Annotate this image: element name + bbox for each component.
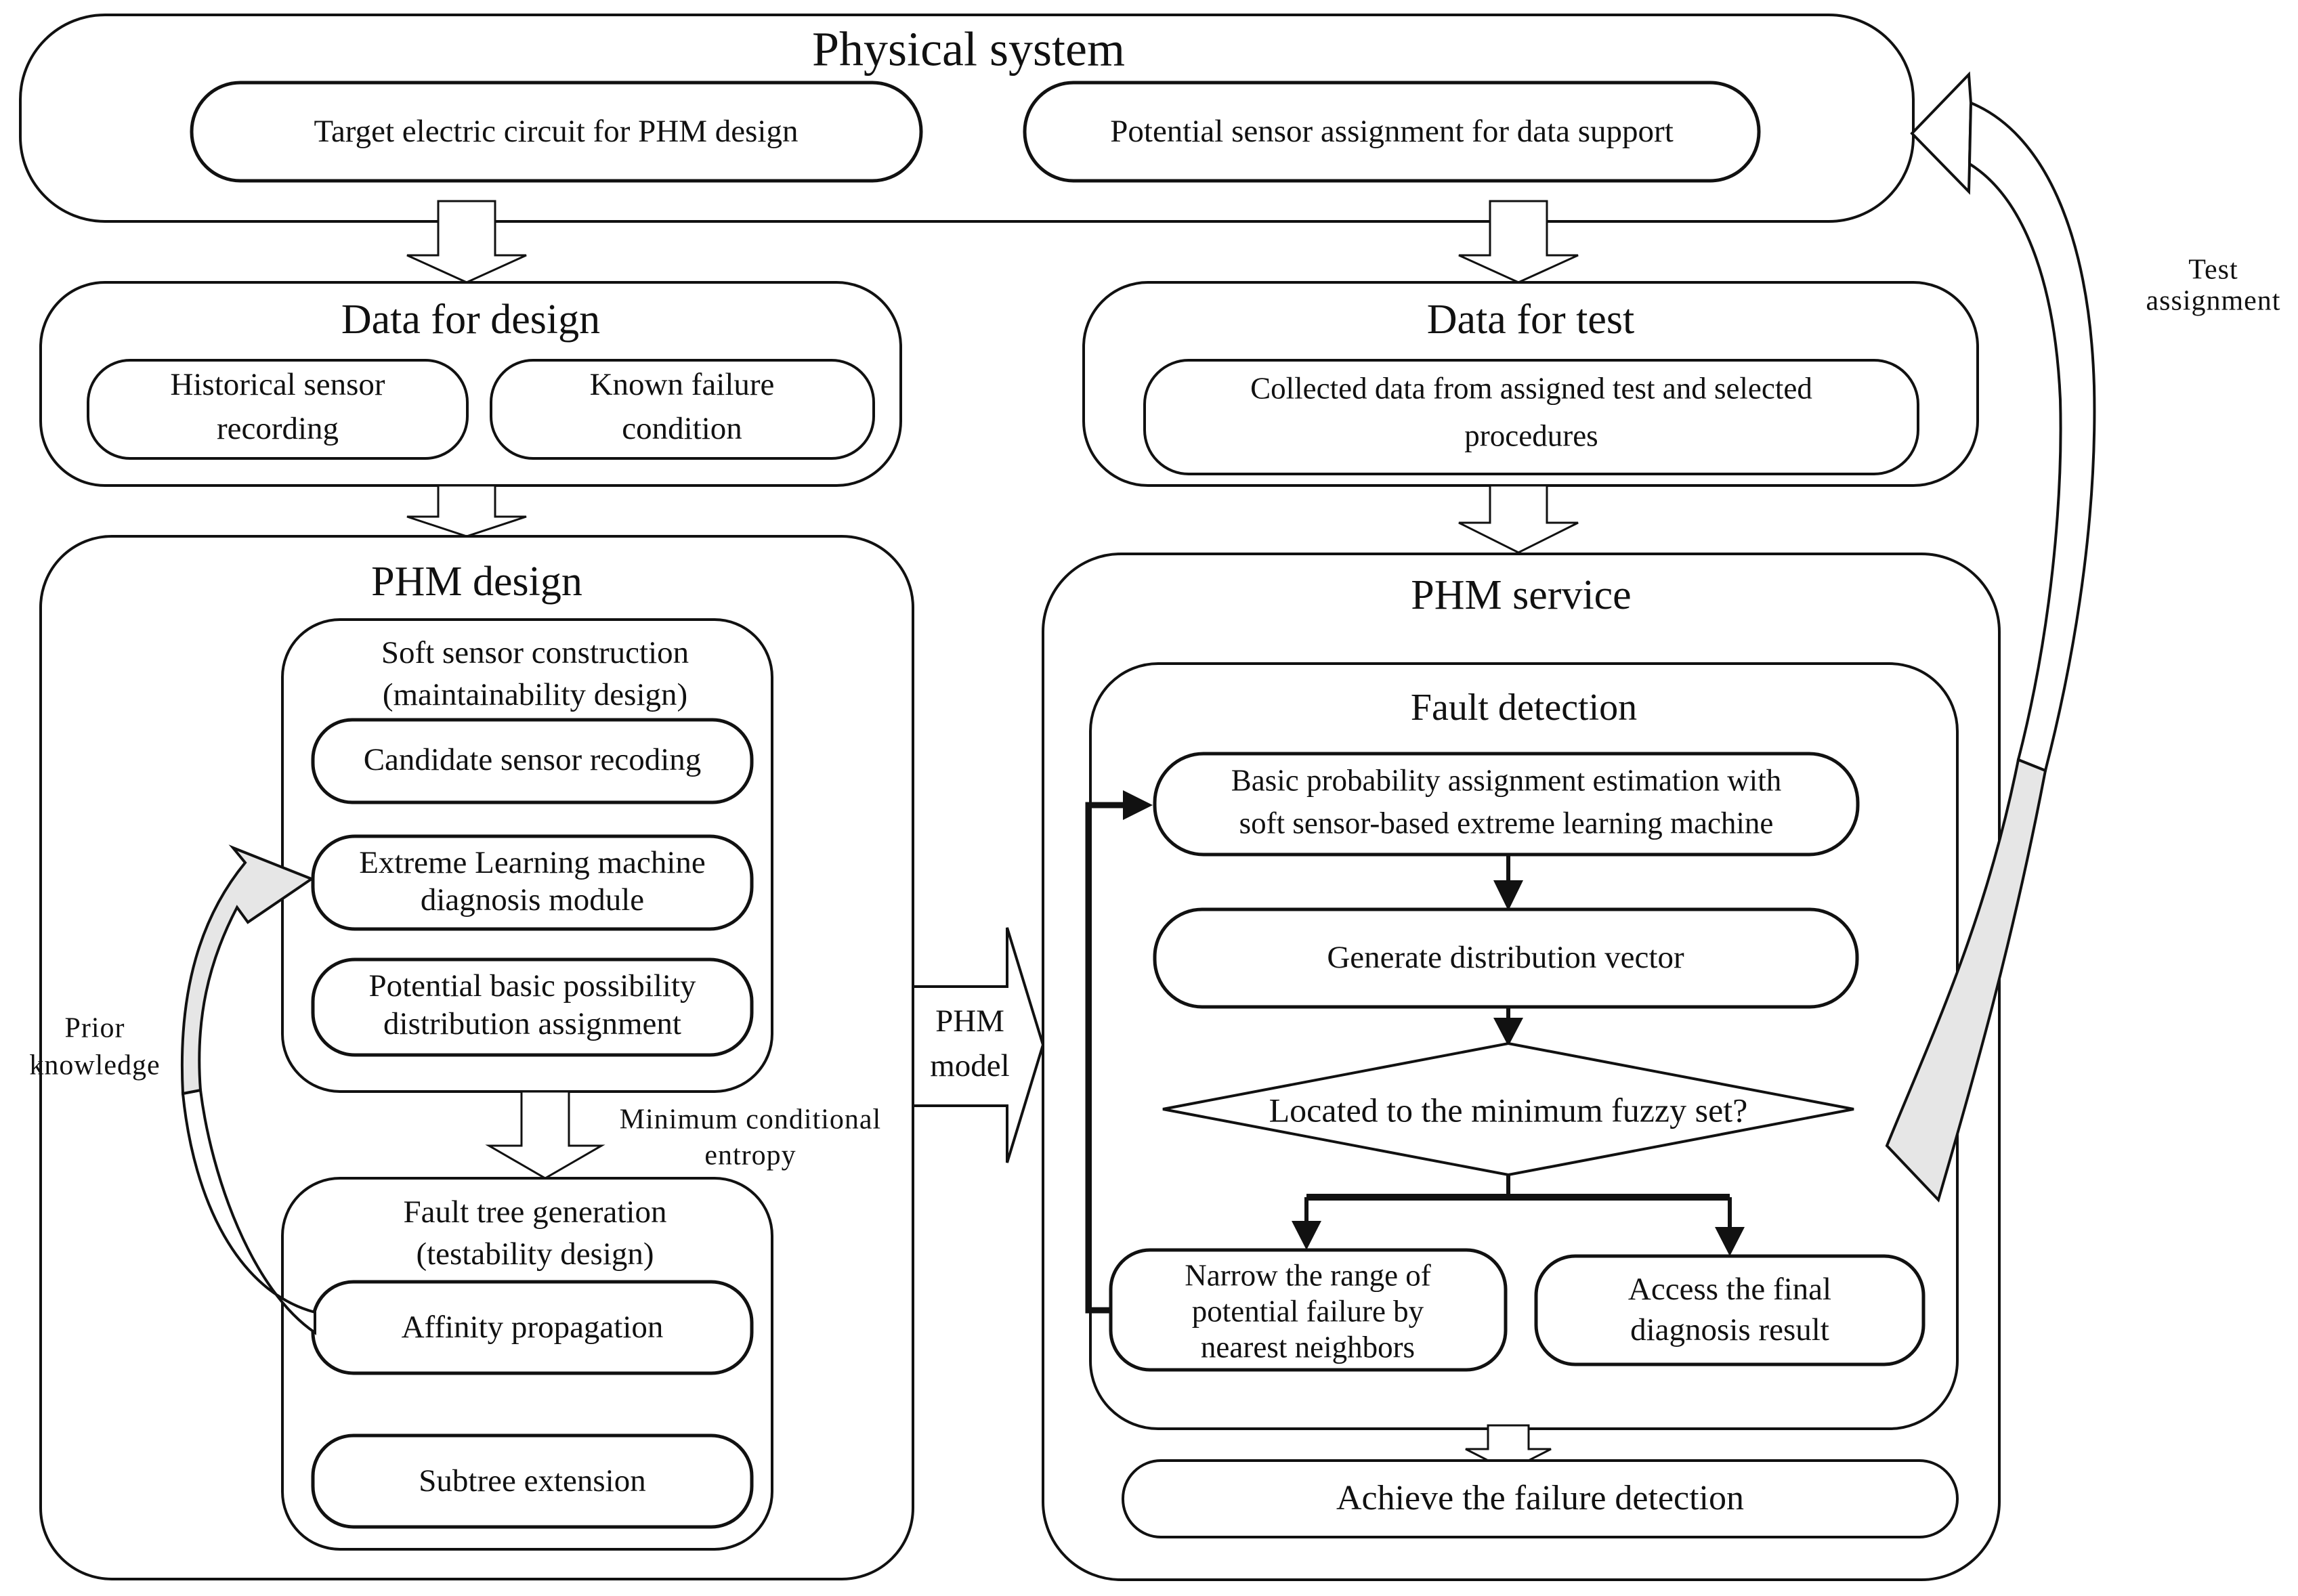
potential-line1: Potential basic possibility	[368, 968, 696, 1004]
feedback-loop-line	[1085, 802, 1128, 1314]
affinity-label: Affinity propagation	[402, 1310, 664, 1345]
access-line2: diagnosis result	[1630, 1312, 1829, 1347]
soft-sensor-title-line1: Soft sensor construction	[381, 635, 689, 670]
candidate-sensor-box	[311, 718, 754, 804]
known-failure-line2: condition	[622, 411, 742, 446]
test-assignment-arrowhead-icon	[1910, 71, 1973, 195]
phm-model-line2: model	[930, 1048, 1009, 1083]
fault-detection-title: Fault detection	[1411, 687, 1637, 729]
arrowhead-generate-to-decision-icon	[1493, 1018, 1523, 1046]
elm-line2: diagnosis module	[421, 882, 644, 918]
target-circuit-box	[190, 81, 923, 183]
known-failure-line1: Known failure	[590, 367, 775, 402]
sensor-assignment-box	[1023, 81, 1761, 183]
phm-service-title: PHM service	[1411, 572, 1631, 618]
potential-distribution-box	[311, 957, 754, 1057]
data-for-design-title: Data for design	[341, 297, 600, 343]
achieve-label: Achieve the failure detection	[1336, 1479, 1744, 1517]
phm-design-group: PHM design Soft sensor construction (mai…	[39, 535, 914, 1580]
collected-data-box	[1143, 359, 1919, 475]
prior-knowledge-line2: knowledge	[29, 1050, 160, 1081]
bpa-line1: Basic probability assignment estimation …	[1231, 763, 1781, 797]
test-assignment-line2: assignment	[2146, 286, 2281, 317]
potential-line2: distribution assignment	[383, 1006, 681, 1041]
arrow-test-data-to-phm-service-icon	[1458, 484, 1579, 554]
data-for-design-group: Data for design Historical sensor record…	[39, 281, 902, 487]
physical-system-title: Physical system	[812, 22, 1125, 77]
arrowhead-to-access-icon	[1715, 1227, 1745, 1256]
soft-sensor-title-line2: (maintainability design)	[383, 677, 687, 712]
arrow-physical-to-test-data-icon	[1458, 200, 1579, 284]
generate-vector-box	[1153, 907, 1859, 1009]
target-circuit-label: Target electric circuit for PHM design	[314, 114, 799, 149]
fault-tree-title-line2: (testability design)	[416, 1236, 654, 1272]
arrowhead-to-narrow-icon	[1292, 1221, 1321, 1250]
test-assignment-line1: Test	[2188, 255, 2238, 286]
collected-data-line1: Collected data from assigned test and se…	[1250, 371, 1812, 405]
known-failure-box	[490, 359, 875, 460]
phm-model-line1: PHM	[935, 1004, 1004, 1039]
physical-system-group: Physical system Target electric circuit …	[19, 14, 1915, 223]
access-result-box	[1534, 1254, 1925, 1366]
subtree-label: Subtree extension	[419, 1463, 645, 1498]
narrow-line2: potential failure by	[1192, 1294, 1424, 1328]
historical-sensor-box	[87, 359, 469, 460]
sensor-assignment-label: Potential sensor assignment for data sup…	[1110, 114, 1674, 149]
arrowhead-bpa-to-generate-icon	[1493, 880, 1523, 911]
data-for-test-group: Data for test Collected data from assign…	[1082, 281, 1979, 487]
narrow-line3: nearest neighbors	[1201, 1330, 1415, 1364]
arrow-design-data-to-phm-design-icon	[406, 484, 527, 538]
data-for-test-title: Data for test	[1427, 297, 1634, 343]
candidate-sensor-label: Candidate sensor recoding	[364, 742, 702, 777]
generate-vector-label: Generate distribution vector	[1327, 940, 1684, 975]
entropy-label-line1: Minimum conditional	[620, 1104, 881, 1136]
decision-label: Located to the minimum fuzzy set?	[1269, 1091, 1748, 1129]
bpa-line2: soft sensor-based extreme learning machi…	[1239, 806, 1774, 840]
entropy-label-line2: entropy	[704, 1140, 796, 1171]
narrow-line1: Narrow the range of	[1185, 1258, 1431, 1292]
fault-tree-title-line1: Fault tree generation	[404, 1194, 667, 1230]
test-assignment-arrow-icon	[1885, 71, 2096, 1203]
arrow-softsensor-to-faulttree-icon	[485, 1090, 605, 1180]
phm-design-title: PHM design	[371, 559, 582, 605]
historical-sensor-line2: recording	[217, 411, 339, 446]
access-line1: Access the final	[1628, 1272, 1831, 1307]
elm-diagnosis-box	[311, 834, 754, 931]
feedback-arrowhead-icon	[1123, 790, 1153, 820]
collected-data-line2: procedures	[1464, 418, 1598, 452]
elm-line1: Extreme Learning machine	[359, 845, 706, 880]
phm-service-group: PHM service Fault detection Basic probab…	[1042, 553, 2001, 1581]
achieve-detection-box	[1122, 1459, 1959, 1538]
phm-model-arrow-icon	[912, 927, 1045, 1163]
historical-sensor-line1: Historical sensor	[170, 367, 385, 402]
prior-knowledge-line1: Prior	[65, 1013, 125, 1044]
prior-knowledge-arrow-icon	[180, 844, 316, 1335]
subtree-extension-box	[311, 1433, 754, 1529]
arrow-physical-to-design-data-icon	[406, 200, 527, 284]
